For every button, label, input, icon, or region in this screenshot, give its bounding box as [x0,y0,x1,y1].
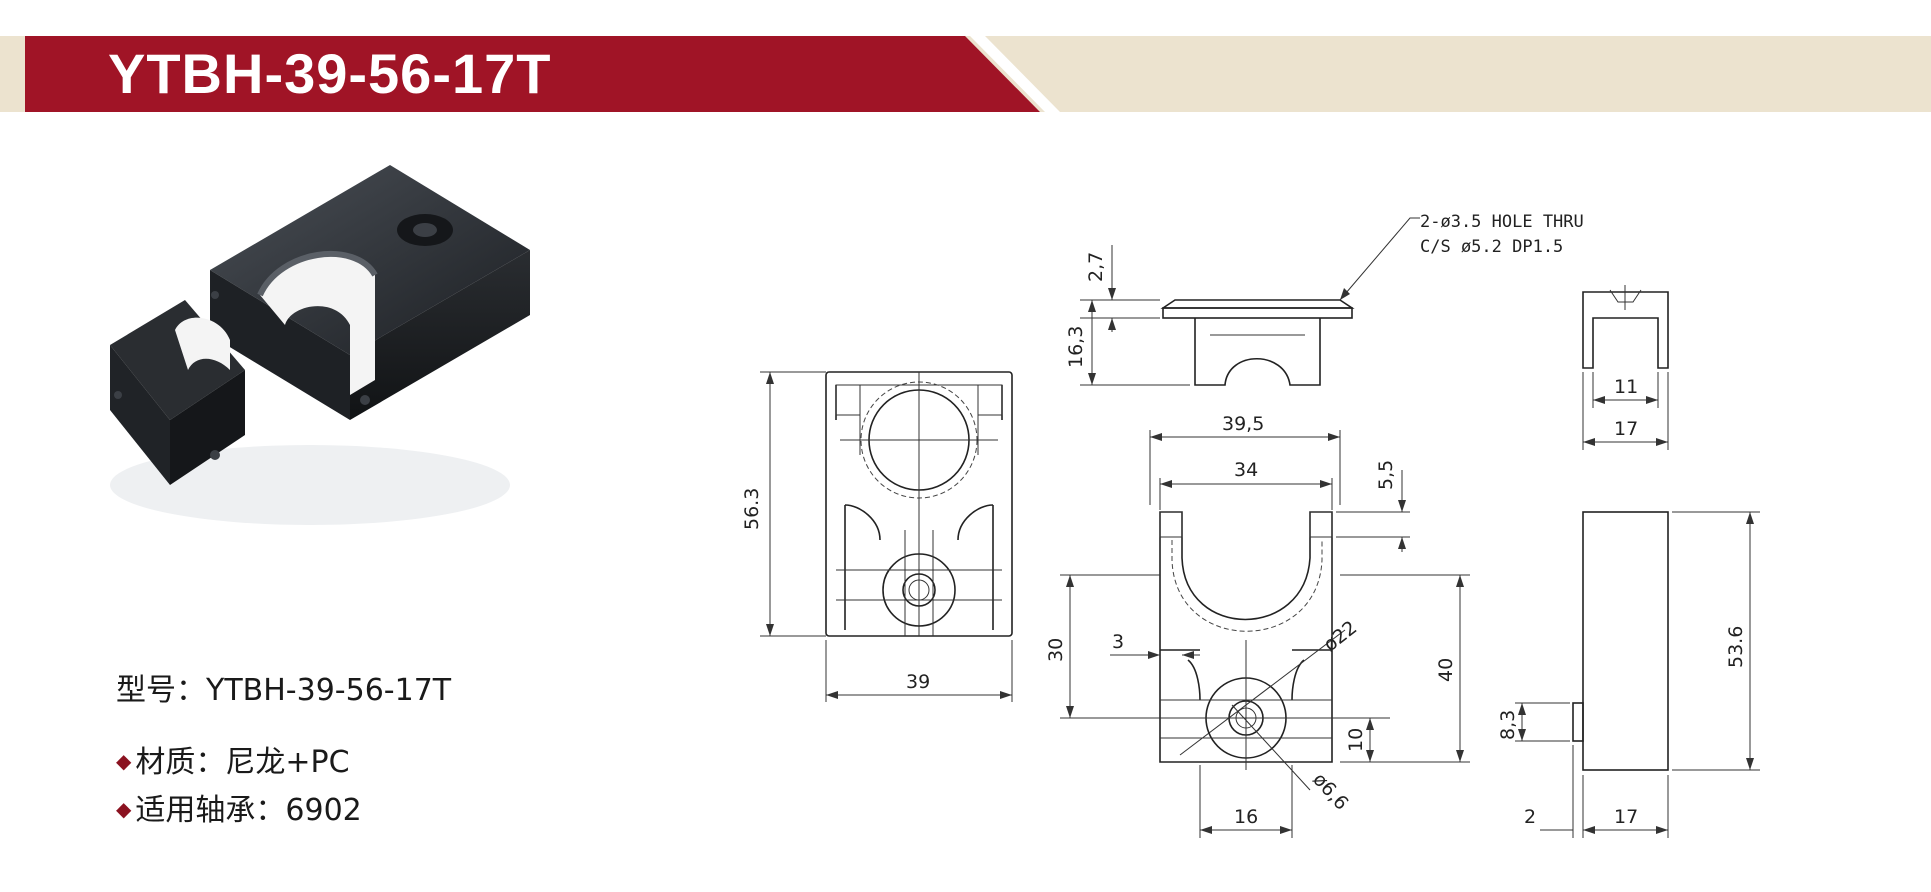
dim-16-3: 16,3 [1065,326,1087,368]
front-view [825,371,1013,637]
side-top-view [1582,285,1669,369]
hole-note-line1: 2-ø3.5 HOLE THRU [1420,212,1584,232]
product-title: YTBH-39-56-17T [108,42,552,105]
dim-40: 40 [1435,658,1457,682]
dim-10: 10 [1345,728,1367,752]
dim-8-3: 8,3 [1497,710,1519,740]
diamond-bullet-icon: ◆ [116,797,132,821]
spec-bearing: ◆适用轴承：6902 [116,785,362,829]
diamond-bullet-icon: ◆ [116,749,132,773]
dim-53-6: 53.6 [1725,626,1747,668]
spec-material-text: 材质：尼龙+PC [135,745,350,780]
dim-39-5: 39,5 [1222,413,1264,435]
spec-bearing-text: 适用轴承：6902 [135,793,362,828]
product-photo [110,165,530,525]
dim-30: 30 [1045,638,1067,662]
section-view [1159,511,1340,770]
dim-2-7: 2,7 [1085,252,1107,282]
spec-material: ◆材质：尼龙+PC [116,737,350,781]
dim-3: 3 [1112,631,1124,653]
side-view-dimensions: 53.6 8,3 17 2 [1497,511,1760,838]
hole-note-line2: C/S ø5.2 DP1.5 [1420,237,1563,257]
section-view-dimensions: 39,5 34 5,5 30 3 40 10 [1045,413,1470,838]
dim-56-3: 56.3 [741,488,763,530]
dim-phi-6-6: ø6,6 [1308,769,1352,815]
dim-11: 11 [1614,376,1638,398]
dim-2: 2 [1524,806,1536,828]
header-band [0,36,1931,112]
dim-17-bottom: 17 [1614,806,1638,828]
dim-34: 34 [1234,459,1258,481]
side-top-view-dimensions: 11 17 [1582,372,1669,450]
spec-model: 型号：YTBH-39-56-17T [116,673,452,708]
dim-16: 16 [1234,806,1258,828]
top-view [1160,299,1355,386]
header-red-band [25,36,1040,112]
top-view-dimensions: 2,7 16,3 2-ø3.5 HOLE THRU C/S ø5.2 DP1.5 [1065,212,1584,386]
header-red-separator [970,36,1060,112]
dim-17-top: 17 [1614,418,1638,440]
dim-5-5: 5,5 [1375,460,1397,490]
dim-39: 39 [906,671,930,693]
front-view-dimensions: 56.3 39 [741,371,1013,702]
side-view [1572,511,1669,771]
